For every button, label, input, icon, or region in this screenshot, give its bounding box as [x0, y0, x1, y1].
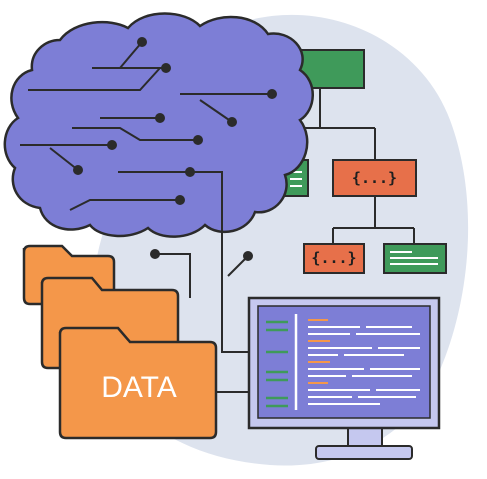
- brace-label-large: {...}: [352, 169, 397, 187]
- code-text-lines: [308, 319, 420, 405]
- folder-front: DATA: [58, 326, 218, 440]
- neural-nodes: [73, 37, 277, 205]
- tree-node-list: [383, 243, 447, 274]
- connection-wires: [155, 171, 252, 393]
- folder-data-label: DATA: [101, 371, 177, 404]
- monitor: [247, 296, 441, 460]
- neural-lines: [20, 41, 272, 211]
- monitor-screen: [257, 305, 431, 419]
- code-gutter-lines: [266, 320, 288, 408]
- brain-cloud: [3, 12, 314, 238]
- tree-node-object-large: {...}: [332, 159, 417, 197]
- wire-endpoints: [150, 249, 253, 261]
- brace-label-small: {...}: [311, 249, 356, 267]
- tree-node-object-small: {...}: [303, 243, 365, 274]
